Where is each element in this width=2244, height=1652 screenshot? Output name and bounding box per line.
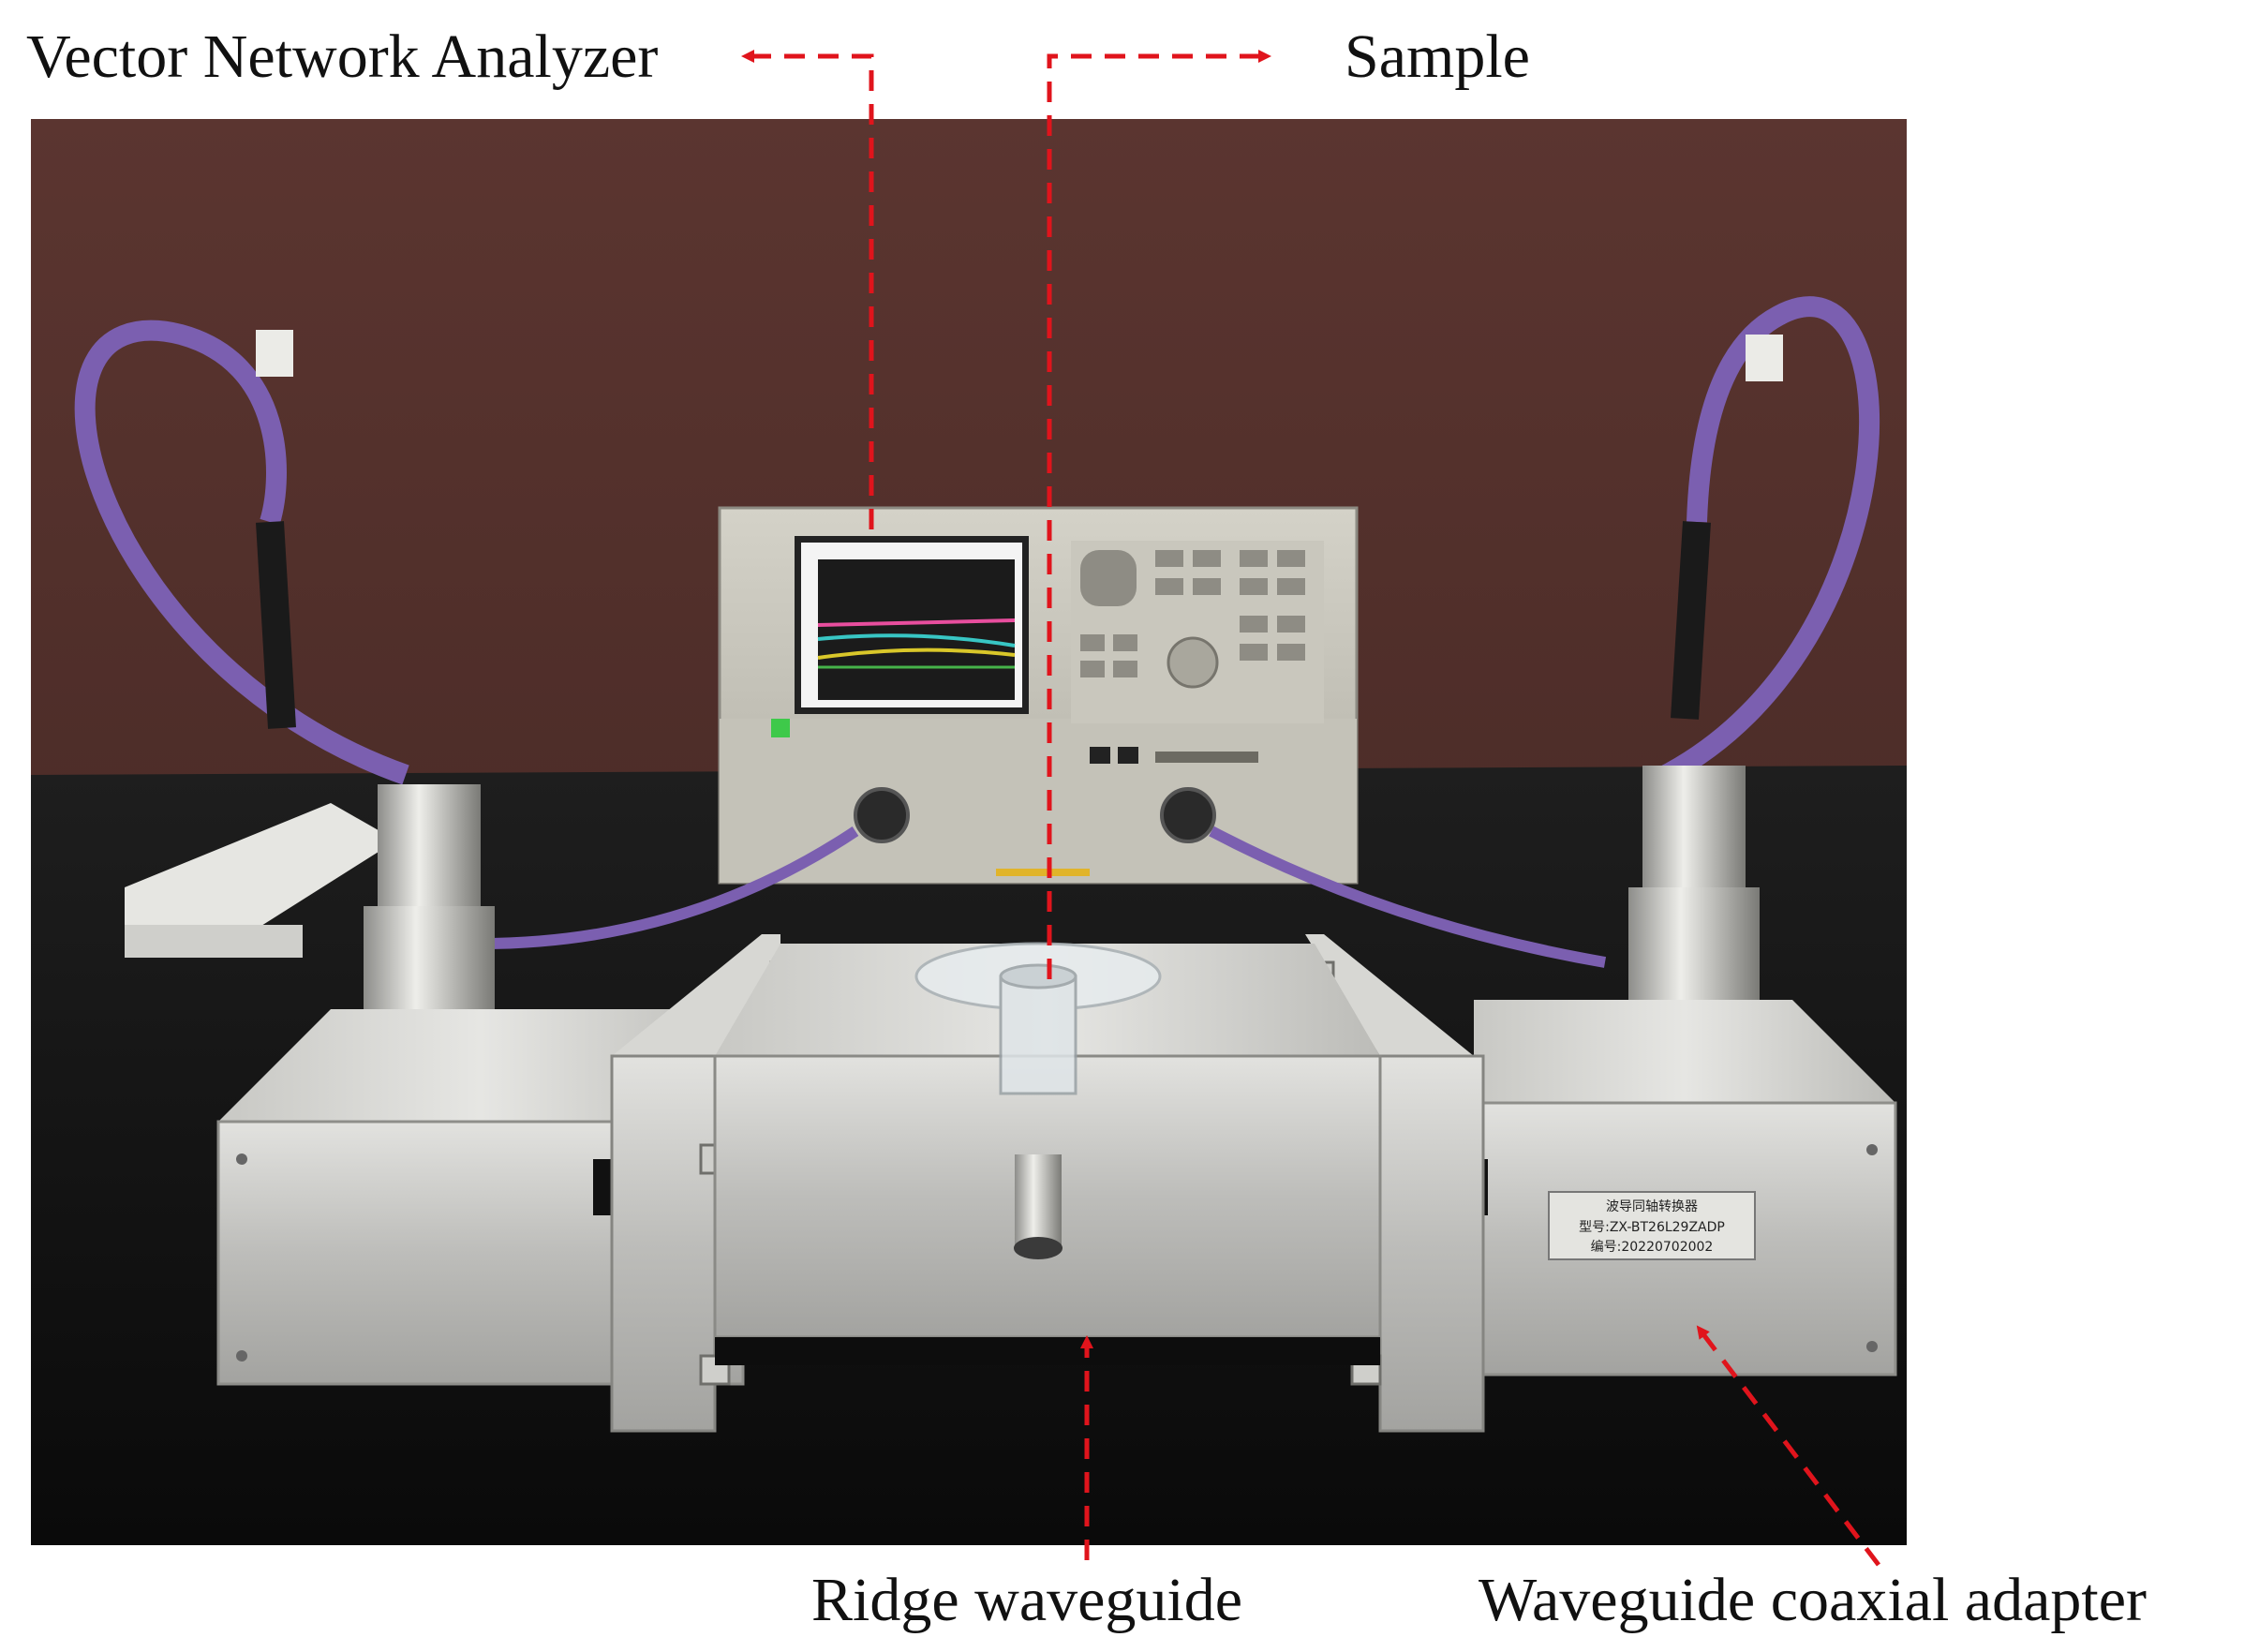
label-sample: Sample — [1345, 22, 1530, 91]
label-ridge-waveguide: Ridge waveguide — [811, 1566, 1243, 1634]
setup-photo: 波导同轴转换器 型号:ZX-BT26L29ZADP 编号:20220702002 — [31, 119, 1907, 1545]
adapter-plate-line2: 型号:ZX-BT26L29ZADP — [1579, 1220, 1725, 1235]
adapter-plate-line1: 波导同轴转换器 — [1606, 1198, 1698, 1214]
label-vna: Vector Network Analyzer — [26, 22, 659, 91]
label-waveguide-adapter: Waveguide coaxial adapter — [1479, 1566, 2147, 1634]
vector-network-analyzer — [718, 506, 1359, 885]
waveguide-coaxial-adapter-right: 波导同轴转换器 型号:ZX-BT26L29ZADP 编号:20220702002 — [1469, 1000, 1897, 1377]
flanges — [610, 934, 1485, 1433]
adapter-plate-line3: 编号:20220702002 — [1591, 1240, 1714, 1255]
